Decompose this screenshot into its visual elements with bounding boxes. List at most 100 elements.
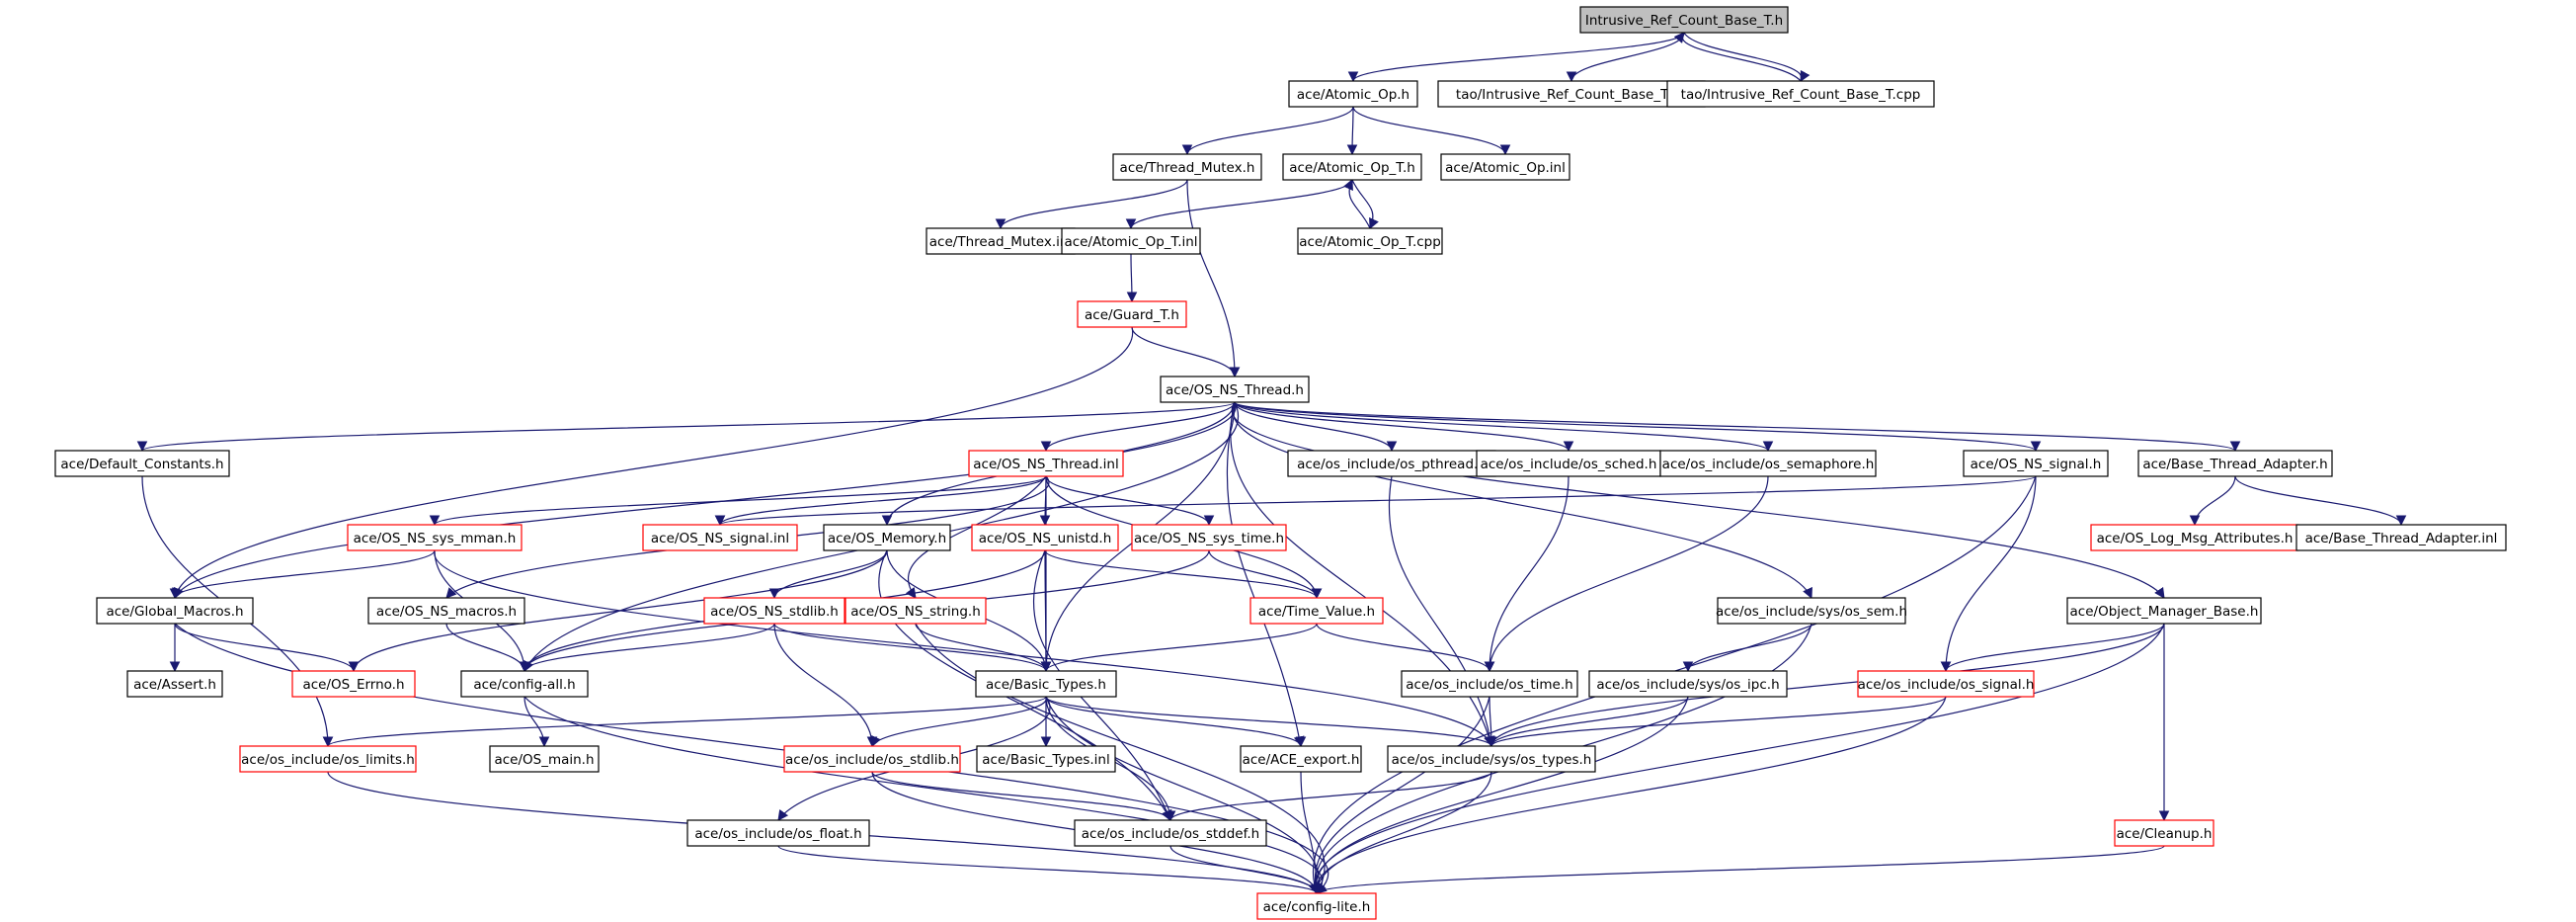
edge-os_time-to-config_lite [1309, 696, 1490, 895]
edge-root-to-tao_cpp [1683, 32, 1811, 82]
node-box [1857, 670, 2035, 698]
node-os-ns-macros[interactable]: ace/OS_NS_macros.h [367, 597, 525, 625]
node-root[interactable]: Intrusive_Ref_Count_Base_T.h [1579, 6, 1789, 34]
edge-base_thread_adapter_h-to-os_log_msg_attr [2189, 475, 2236, 527]
edge-os_ns_sys_mman-to-global_macros [169, 549, 436, 600]
node-atomic-op-t-inl[interactable]: ace/Atomic_Op_T.inl [1061, 227, 1201, 255]
node-box [2066, 597, 2262, 625]
edge-os_memory-to-os_errno [348, 549, 888, 673]
node-global-macros[interactable]: ace/Global_Macros.h [96, 597, 254, 625]
node-thread-mutex-inl[interactable]: ace/Thread_Mutex.inl [926, 227, 1076, 255]
node-box [291, 670, 416, 698]
node-object-manager-base[interactable]: ace/Object_Manager_Base.h [2066, 597, 2262, 625]
node-thread-mutex-h[interactable]: ace/Thread_Mutex.h [1112, 153, 1262, 181]
node-label: ace/os_include/os_time.h [1406, 677, 1572, 693]
node-os-limits[interactable]: ace/os_include/os_limits.h [239, 745, 417, 773]
node-os-stddef[interactable]: ace/os_include/os_stddef.h [1074, 819, 1267, 847]
edge-os_ns_thread_h-to-default_constants [137, 401, 1236, 453]
edge-atomic_op_t_h-to-atomic_op_t_cpp [1351, 179, 1379, 229]
edge-object_manager_base-to-os_signal [1940, 623, 2165, 673]
node-os-float[interactable]: ace/os_include/os_float.h [686, 819, 870, 847]
node-os-log-msg-attr[interactable]: ace/OS_Log_Msg_Attributes.h [2090, 524, 2299, 551]
node-os-ns-thread-inl[interactable]: ace/OS_NS_Thread.inl [968, 450, 1124, 477]
node-label: ace/Cleanup.h [2117, 826, 2213, 842]
node-box [686, 819, 870, 847]
node-os-ns-sys-time[interactable]: ace/OS_NS_sys_time.h [1131, 524, 1287, 551]
node-os-main[interactable]: ace/OS_main.h [489, 745, 600, 773]
node-os-semaphore[interactable]: ace/os_include/os_semaphore.h [1659, 450, 1877, 477]
node-label: ace/Time_Value.h [1258, 604, 1375, 620]
node-sys-os-ipc[interactable]: ace/os_include/sys/os_ipc.h [1588, 670, 1788, 698]
node-label: ace/os_include/os_pthread.h [1297, 457, 1487, 472]
node-atomic-op-h[interactable]: ace/Atomic_Op.h [1288, 80, 1418, 108]
node-box [1440, 153, 1570, 181]
node-base-thread-adapter-h[interactable]: ace/Base_Thread_Adapter.h [2137, 450, 2333, 477]
node-config-all[interactable]: ace/config-all.h [460, 670, 589, 698]
node-box [1160, 376, 1310, 403]
node-os-pthread[interactable]: ace/os_include/os_pthread.h [1287, 450, 1496, 477]
node-box [1287, 450, 1496, 477]
edge-thread_mutex_h-to-thread_mutex_inl [995, 179, 1188, 230]
node-os-ns-sys-mman[interactable]: ace/OS_NS_sys_mman.h [347, 524, 523, 551]
node-atomic-op-t-h[interactable]: ace/Atomic_Op_T.h [1282, 153, 1422, 181]
node-base-thread-adapter-inl[interactable]: ace/Base_Thread_Adapter.inl [2295, 524, 2507, 551]
node-box [642, 524, 798, 551]
node-label: ace/Assert.h [133, 677, 216, 693]
node-default-constants[interactable]: ace/Default_Constants.h [54, 450, 230, 477]
node-label: ace/Basic_Types.inl [982, 752, 1109, 768]
node-atomic-op-inl[interactable]: ace/Atomic_Op.inl [1440, 153, 1570, 181]
edge-os_ns_sys_mman-to-sys_os_types [434, 549, 1495, 748]
node-time-value[interactable]: ace/Time_Value.h [1249, 597, 1384, 625]
node-os-ns-string[interactable]: ace/OS_NS_string.h [845, 597, 987, 625]
node-label: ace/OS_NS_macros.h [376, 604, 517, 620]
node-label: ace/OS_NS_sys_time.h [1134, 531, 1284, 546]
node-os-stdlib-inc[interactable]: ace/os_include/os_stdlib.h [783, 745, 961, 773]
edge-os_ns_thread_inl-to-os_ns_string [905, 475, 1047, 599]
edge-atomic_op_h-to-thread_mutex_h [1181, 106, 1354, 156]
node-atomic-op-t-cpp[interactable]: ace/Atomic_Op_T.cpp [1297, 227, 1443, 255]
edge-thread_mutex_h-to-os_ns_thread_h [1186, 179, 1241, 378]
node-sys-os-types[interactable]: ace/os_include/sys/os_types.h [1387, 745, 1596, 773]
node-os-sched[interactable]: ace/os_include/os_sched.h [1476, 450, 1661, 477]
node-os-time[interactable]: ace/os_include/os_time.h [1401, 670, 1578, 698]
edge-os_ns_stdlib_h-to-os_stdlib_inc [773, 623, 878, 748]
edge-os_float-to-config_lite [777, 845, 1323, 895]
edge-os_ns_thread_inl-to-os_ns_sys_time [1045, 475, 1215, 527]
edge-os_ns_thread_h-to-os_ns_signal_h [1234, 401, 2042, 453]
node-os-memory[interactable]: ace/OS_Memory.h [823, 524, 951, 551]
node-box [367, 597, 525, 625]
node-box [126, 670, 223, 698]
node-label: ace/Guard_T.h [1085, 307, 1179, 323]
node-assert-h[interactable]: ace/Assert.h [126, 670, 223, 698]
node-box [975, 670, 1117, 698]
node-os-ns-thread-h[interactable]: ace/OS_NS_Thread.h [1160, 376, 1310, 403]
edge-os_ns_thread_h-to-base_thread_adapter_h [1234, 401, 2240, 453]
node-layer: Intrusive_Ref_Count_Base_T.h ace/Atomic_O… [54, 6, 2507, 920]
node-box [1401, 670, 1578, 698]
node-os-ns-signal-inl[interactable]: ace/OS_NS_signal.inl [642, 524, 798, 551]
node-os-signal[interactable]: ace/os_include/os_signal.h [1857, 670, 2035, 698]
node-box [96, 597, 254, 625]
node-basic-types-h[interactable]: ace/Basic_Types.h [975, 670, 1117, 698]
node-box [1666, 80, 1935, 108]
edge-os_stddef-to-config_lite [1169, 845, 1323, 895]
node-tao-cpp[interactable]: tao/Intrusive_Ref_Count_Base_T.cpp [1666, 80, 1935, 108]
node-basic-types-inl[interactable]: ace/Basic_Types.inl [976, 745, 1116, 773]
node-tao-inl[interactable]: tao/Intrusive_Ref_Count_Base_T.inl [1437, 80, 1706, 108]
node-box [971, 524, 1119, 551]
node-cleanup-h[interactable]: ace/Cleanup.h [2114, 819, 2214, 847]
node-ace-export[interactable]: ace/ACE_export.h [1240, 745, 1362, 773]
node-os-ns-signal-h[interactable]: ace/OS_NS_signal.h [1963, 450, 2109, 477]
node-box [2114, 819, 2214, 847]
node-box [1579, 6, 1789, 34]
node-os-ns-stdlib-h[interactable]: ace/OS_NS_stdlib.h [703, 597, 845, 625]
node-guard-t-h[interactable]: ace/Guard_T.h [1077, 300, 1187, 328]
node-os-ns-unistd[interactable]: ace/OS_NS_unistd.h [971, 524, 1119, 551]
node-box [1249, 597, 1384, 625]
node-label: Intrusive_Ref_Count_Base_T.h [1585, 13, 1783, 29]
node-config-lite[interactable]: ace/config-lite.h [1256, 892, 1377, 920]
node-box [845, 597, 987, 625]
edge-tao_cpp-to-root [1673, 32, 1802, 82]
node-os-errno[interactable]: ace/OS_Errno.h [291, 670, 416, 698]
node-sys-os-sem[interactable]: ace/os_include/sys/os_sem.h [1716, 597, 1907, 625]
